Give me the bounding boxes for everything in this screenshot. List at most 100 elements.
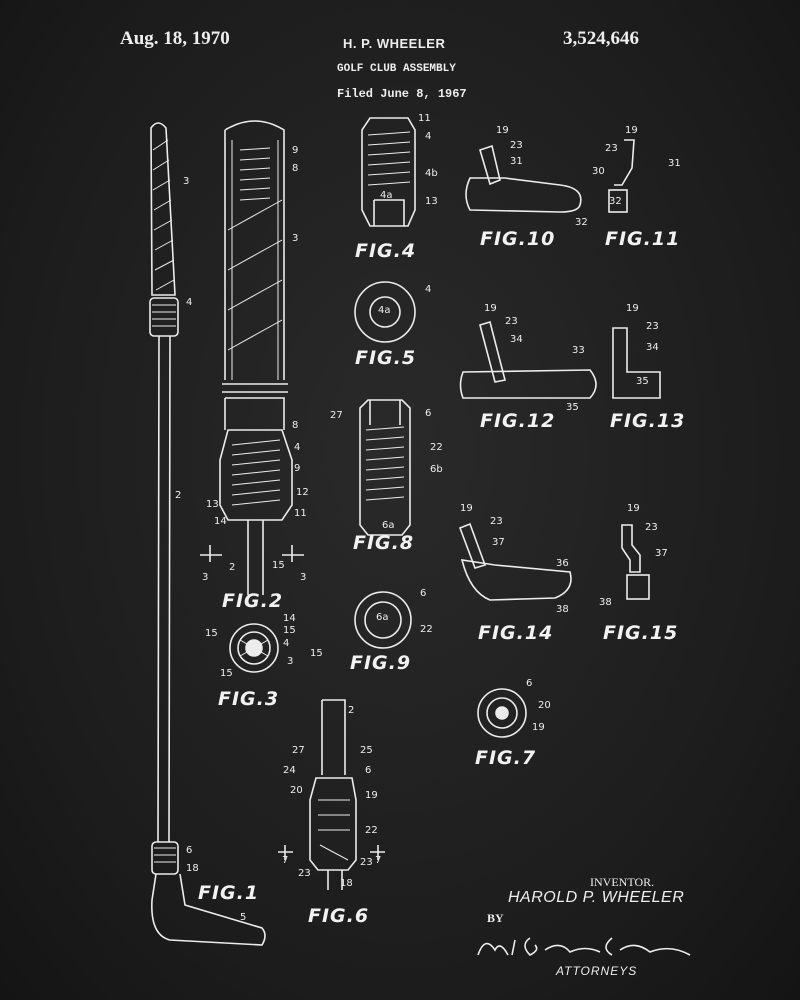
ref-numeral: 4a [378,305,391,316]
fig11-putter-side-drawing [608,139,635,213]
ref-numeral: 7 [375,855,382,866]
fig9-insert-end-drawing [354,591,412,649]
ref-numeral: 6 [526,678,533,689]
ref-numeral: 31 [510,156,523,167]
fig12-putter-head-drawing [459,320,597,399]
ref-numeral: 37 [492,537,505,548]
ref-numeral: 6b [430,464,443,475]
ref-numeral: 6 [425,408,432,419]
inventor-name: H. P. WHEELER [343,36,446,51]
by-label: BY [487,911,504,925]
ref-numeral: 37 [655,548,668,559]
ref-numeral: 5 [240,912,247,923]
ref-numeral: 24 [283,765,296,776]
ref-numeral: 4a [380,190,393,201]
ref-numeral: 19 [627,503,640,514]
ref-numeral: 19 [460,503,473,514]
ref-numeral: 14 [214,516,227,527]
fig13-label: FIG.13 [610,410,686,432]
fig4-ferrule-drawing [361,117,416,227]
attorney-signature [477,937,691,956]
ref-numeral: 23 [646,321,659,332]
ref-numeral: 15 [310,648,323,659]
ref-numeral: 4 [425,131,432,142]
ref-numeral: 20 [290,785,303,796]
fig11-label: FIG.11 [605,228,681,250]
ref-numeral: 34 [646,342,659,353]
fig2-label: FIG.2 [222,590,284,612]
ref-numeral: 33 [572,345,585,356]
fig6-hosel-section-drawing [278,699,385,890]
ref-numeral: 6 [365,765,372,776]
fig8-label: FIG.8 [353,532,415,554]
ref-numeral: 23 [645,522,658,533]
ref-numeral: 4 [283,638,290,649]
ref-numeral: 9 [292,145,299,156]
ref-numeral: 19 [365,790,378,801]
fig3-label: FIG.3 [218,688,280,710]
ref-numeral: 7 [282,855,289,866]
ref-numeral: 34 [510,334,523,345]
ref-numeral: 23 [510,140,523,151]
fig7-label: FIG.7 [475,747,537,769]
ref-numeral: 4 [186,297,193,308]
ref-numeral: 27 [330,410,343,421]
ref-numeral: 4 [425,284,432,295]
attorneys-label: ATTORNEYS [556,964,638,978]
fig9-label: FIG.9 [350,652,412,674]
fig15-label: FIG.15 [603,622,679,644]
fig7-end-view-drawing [477,688,527,738]
inventor-full-name: HAROLD P. WHEELER [508,889,685,906]
ref-numeral: 6a [382,520,395,531]
inventor-caption: INVENTOR. [590,875,655,889]
ref-numeral: 20 [538,700,551,711]
fig14-putter-head-drawing [458,522,572,601]
fig13-putter-side-drawing [612,327,661,399]
patent-number: 3,524,646 [563,28,639,49]
ref-numeral: 15 [220,668,233,679]
fig8-insert-drawing [359,399,411,536]
ref-numeral: 18 [186,863,199,874]
ref-numeral: 36 [556,558,569,569]
ref-numeral: 32 [609,196,622,207]
ref-numeral: 4b [425,168,438,179]
fig6-label: FIG.6 [308,905,370,927]
ref-numeral: 19 [626,303,639,314]
filed-date: Filed June 8, 1967 [337,87,467,101]
ref-numeral: 25 [360,745,373,756]
ref-numeral: 3 [300,572,307,583]
ref-numeral: 19 [484,303,497,314]
ref-numeral: 13 [206,499,219,510]
ref-numeral: 12 [296,487,309,498]
ref-numeral: 23 [605,143,618,154]
ref-numeral: 8 [292,163,299,174]
ref-numeral: 19 [532,722,545,733]
ref-numeral: 11 [294,508,307,519]
ref-numeral: 6 [186,845,193,856]
fig4-label: FIG.4 [355,240,417,262]
ref-numeral: 2 [175,490,182,501]
ref-numeral: 31 [668,158,681,169]
ref-numeral: 15 [205,628,218,639]
fig12-label: FIG.12 [480,410,556,432]
ref-numeral: 19 [625,125,638,136]
ref-numeral: 30 [592,166,605,177]
patent-title: GOLF CLUB ASSEMBLY [337,63,456,75]
ref-numeral: 38 [556,604,569,615]
fig14-label: FIG.14 [478,622,554,644]
ref-numeral: 14 [283,613,296,624]
ref-numeral: 4 [294,442,301,453]
ref-numeral: 32 [575,217,588,228]
ref-numeral: 6 [420,588,427,599]
fig3-cross-section-drawing [229,623,279,673]
ref-numeral: 22 [365,825,378,836]
ref-numeral: 38 [599,597,612,608]
ref-numeral: 35 [566,402,579,413]
ref-numeral: 15 [272,560,285,571]
patent-date: Aug. 18, 1970 [120,28,230,49]
fig1-golf-club-drawing [149,122,266,946]
ref-numeral: 2 [348,705,355,716]
fig5-label: FIG.5 [355,347,417,369]
ref-numeral: 9 [294,463,301,474]
